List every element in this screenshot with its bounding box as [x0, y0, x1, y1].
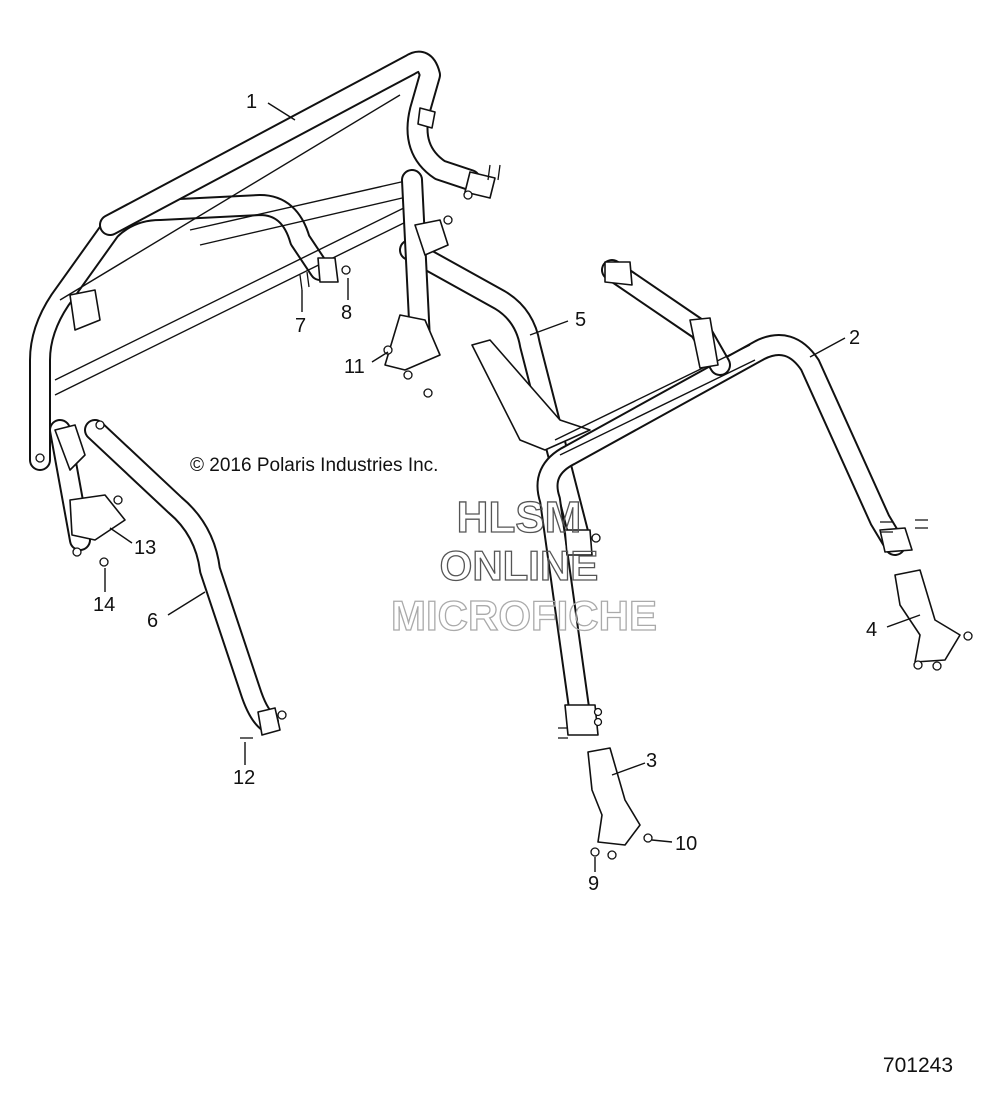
- callout-6: 6: [147, 610, 158, 632]
- center-support-tube: [399, 169, 591, 551]
- document-number: 701243: [883, 1054, 953, 1077]
- watermark-line-1: HLSM: [457, 493, 582, 542]
- callout-8: 8: [341, 302, 352, 324]
- fasteners: [35, 164, 973, 860]
- watermark: HLSM ONLINE MICROFICHE: [390, 492, 657, 639]
- callout-13: 13: [134, 537, 156, 559]
- mount-foot-3: [587, 747, 641, 846]
- callout-10: 10: [675, 833, 697, 855]
- callout-labels: 1 2 3 4 5 6 7 8 9 10 11 12 13 14: [93, 91, 877, 895]
- watermark-line-2: ONLINE: [440, 542, 599, 589]
- callout-1: 1: [246, 91, 257, 113]
- callout-7: 7: [295, 315, 306, 337]
- callout-2: 2: [849, 327, 860, 349]
- rear-roll-cage-hoop: [536, 259, 913, 736]
- callout-12: 12: [233, 767, 255, 789]
- front-roll-cage-hoop: [29, 50, 496, 551]
- callout-11: 11: [344, 356, 365, 378]
- callout-9: 9: [588, 873, 599, 895]
- mount-foot-4: [894, 569, 961, 663]
- callout-3: 3: [646, 750, 657, 772]
- callout-5: 5: [575, 309, 586, 331]
- callout-14: 14: [93, 594, 115, 616]
- callout-4: 4: [866, 619, 877, 641]
- watermark-line-3: MICROFICHE: [391, 592, 657, 639]
- copyright-notice: © 2016 Polaris Industries Inc.: [190, 455, 438, 476]
- leader-lines: [104, 102, 921, 872]
- side-brace-tube: [84, 419, 281, 736]
- center-mount-bracket: [384, 314, 591, 451]
